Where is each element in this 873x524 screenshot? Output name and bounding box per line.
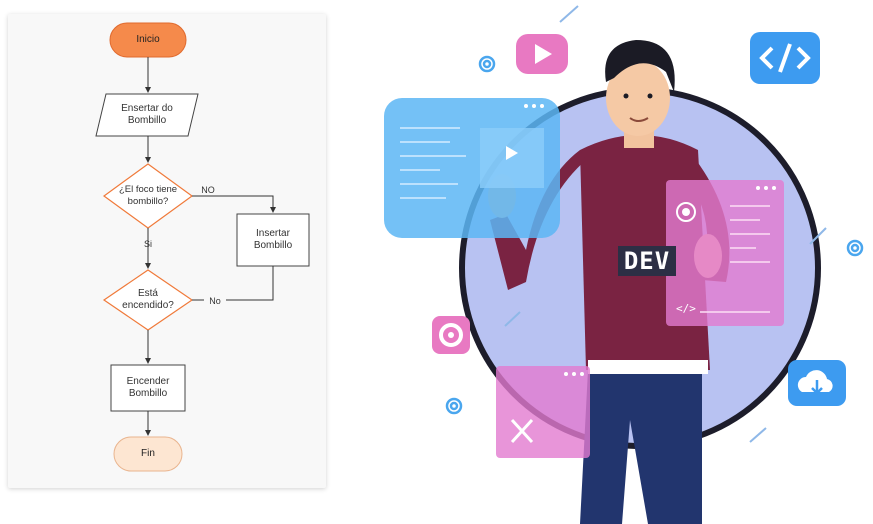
decision-2-no-label: No: [204, 295, 226, 307]
code-icon: [750, 32, 820, 84]
hologram-panel-tools: [496, 366, 590, 458]
hoodie-dev-label: DEV: [618, 246, 676, 276]
side-action-label: Insertar Bombillo: [253, 228, 293, 251]
flowchart-panel: Inicio Ensertar do Bombillo ¿El foco tie…: [8, 14, 326, 488]
end-label: Fin: [141, 448, 155, 459]
developer-scene: </>: [384, 5, 864, 524]
start-label: Inicio: [136, 34, 160, 45]
hologram-panel-blue: [384, 98, 560, 238]
insert-label: Ensertar do Bombillo: [121, 103, 173, 126]
cloud-download-icon: [788, 360, 846, 406]
flowchart-connectors: [95, 22, 310, 472]
jeans: [580, 370, 702, 524]
decision-1-label: ¿El foco tiene bombillo?: [118, 184, 178, 207]
insert-io-shape: [95, 93, 199, 137]
turn-on-process-box: [110, 364, 186, 412]
ring-dot-icon: [445, 397, 463, 415]
ring-dot-icon: [846, 239, 864, 257]
decision-1-no-label: NO: [201, 185, 215, 195]
end-terminator: [113, 436, 183, 472]
ring-dot-icon: [478, 55, 496, 73]
decision-2-label: Está encendido?: [122, 288, 174, 311]
arrow-decision1-no: [192, 195, 276, 213]
gear-icon: [432, 316, 470, 354]
turn-on-label: Encender Bombillo: [126, 376, 170, 399]
play-icon: [516, 34, 568, 74]
developer-illustration: </> DEV: [330, 0, 873, 524]
hologram-panel-pink: </>: [666, 180, 784, 326]
hair: [605, 40, 675, 92]
decision-1-yes-label: Si: [143, 239, 152, 249]
svg-text:</>: </>: [676, 302, 696, 315]
face: [606, 60, 670, 136]
